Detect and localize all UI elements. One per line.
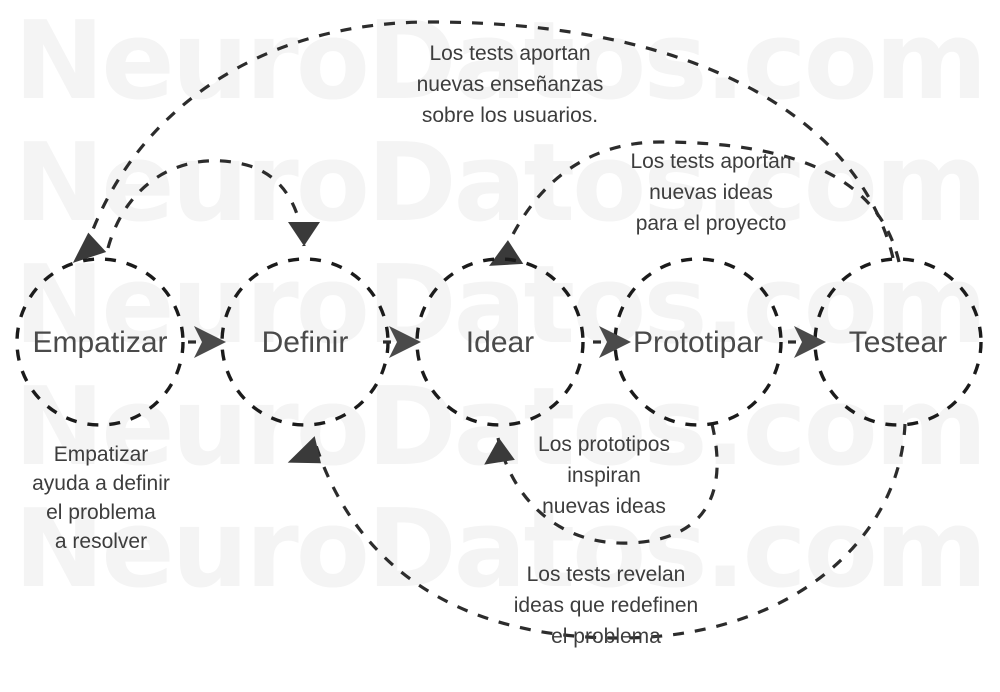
annotation-line: Los tests aportan xyxy=(630,150,791,173)
stage-label-empatizar: Empatizar xyxy=(32,326,167,359)
forward-arrow-definir-idear xyxy=(383,326,421,358)
curve-prototipar-to-idear xyxy=(484,423,719,545)
annotation-testear-idear: Los tests aportan nuevas ideas para el p… xyxy=(630,150,791,235)
stage-circle-prototipar[interactable] xyxy=(613,257,783,427)
annotation-line: inspiran xyxy=(567,464,641,487)
stage-circle-empatizar[interactable] xyxy=(15,257,185,427)
stage-label-testear: Testear xyxy=(849,326,947,359)
annotation-line: Empatizar xyxy=(54,443,149,466)
curve-empatizar-to-definir xyxy=(106,159,320,249)
forward-arrow-prototipar-testear xyxy=(788,326,826,358)
stage-label-prototipar: Prototipar xyxy=(633,326,763,359)
annotation-line: para el proyecto xyxy=(636,212,787,235)
stage-label-idear: Idear xyxy=(466,326,534,359)
annotation-line: nuevas enseñanzas xyxy=(417,73,604,96)
annotation-line: Los tests revelan xyxy=(527,563,686,586)
annotation-line: a resolver xyxy=(55,530,147,553)
annotation-line: el problema xyxy=(551,625,661,648)
annotation-line: Los prototipos xyxy=(538,433,670,456)
stage-circle-testear[interactable] xyxy=(813,257,983,427)
annotation-prototipos-ideas: Los prototipos inspiran nuevas ideas xyxy=(538,433,670,518)
annotation-testear-empatizar: Los tests aportan nuevas enseñanzas sobr… xyxy=(417,42,604,127)
annotation-line: ayuda a definir xyxy=(32,472,170,495)
curve-testear-to-definir xyxy=(287,423,907,640)
stage-label-definir: Definir xyxy=(262,326,349,359)
annotation-line: nuevas ideas xyxy=(542,495,666,518)
annotation-tests-redefinen: Los tests revelan ideas que redefinen el… xyxy=(514,563,698,648)
annotation-line: ideas que redefinen xyxy=(514,594,698,617)
forward-arrow-idear-prototipar xyxy=(593,326,631,358)
annotation-line: sobre los usuarios. xyxy=(422,104,598,127)
forward-arrow-empatizar-definir xyxy=(188,326,226,358)
stage-circle-idear[interactable] xyxy=(415,257,585,427)
annotation-line: nuevas ideas xyxy=(649,181,773,204)
annotation-line: Los tests aportan xyxy=(429,42,590,65)
curve-testear-to-empatizar xyxy=(72,20,895,263)
annotation-line: el problema xyxy=(46,501,156,524)
annotation-empatizar-definir: Empatizar ayuda a definir el problema a … xyxy=(32,443,170,553)
